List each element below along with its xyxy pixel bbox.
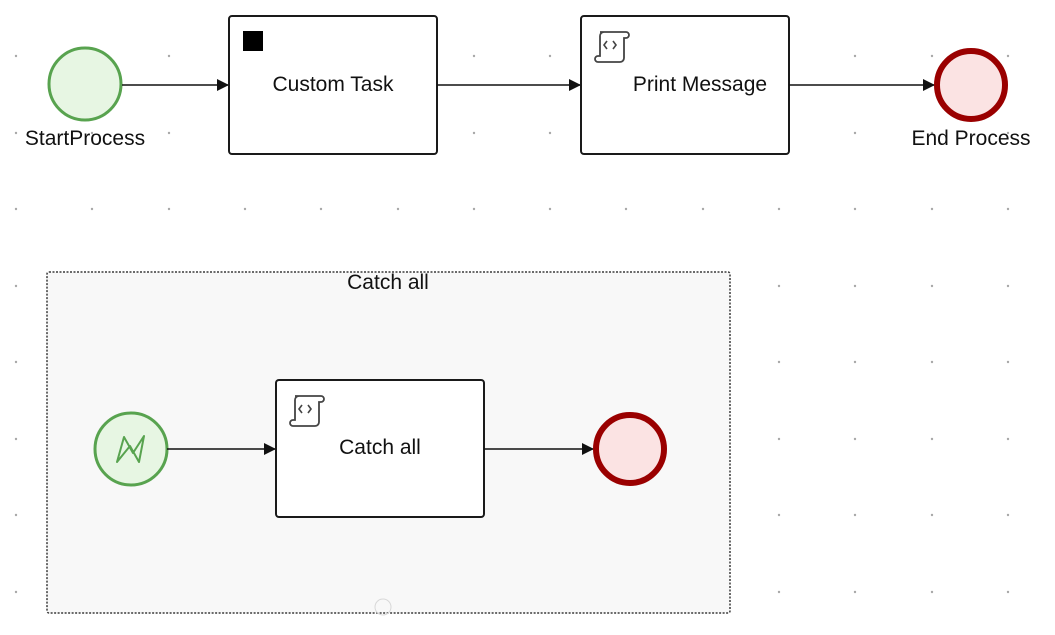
error-lightning-icon xyxy=(116,435,145,463)
print-message-task[interactable]: Print Message xyxy=(580,15,790,155)
custom-task-label: Custom Task xyxy=(273,73,394,96)
catch-all-task-label: Catch all xyxy=(339,436,421,459)
custom-task[interactable]: Custom Task xyxy=(228,15,438,155)
script-scroll-icon xyxy=(594,31,630,63)
black-square-icon xyxy=(243,31,263,51)
collapse-toggle-icon[interactable] xyxy=(374,598,392,616)
print-message-label: Print Message xyxy=(633,73,767,96)
end-event-label: End Process xyxy=(911,127,1030,150)
subprocess-end-event[interactable] xyxy=(593,412,667,486)
subprocess-label: Catch all xyxy=(347,271,429,294)
error-start-event[interactable] xyxy=(93,411,169,487)
script-scroll-icon xyxy=(289,395,325,427)
catch-all-task[interactable]: Catch all xyxy=(275,379,485,518)
start-event-label: StartProcess xyxy=(25,127,145,150)
end-event[interactable] xyxy=(934,48,1008,122)
start-event[interactable] xyxy=(47,46,123,122)
